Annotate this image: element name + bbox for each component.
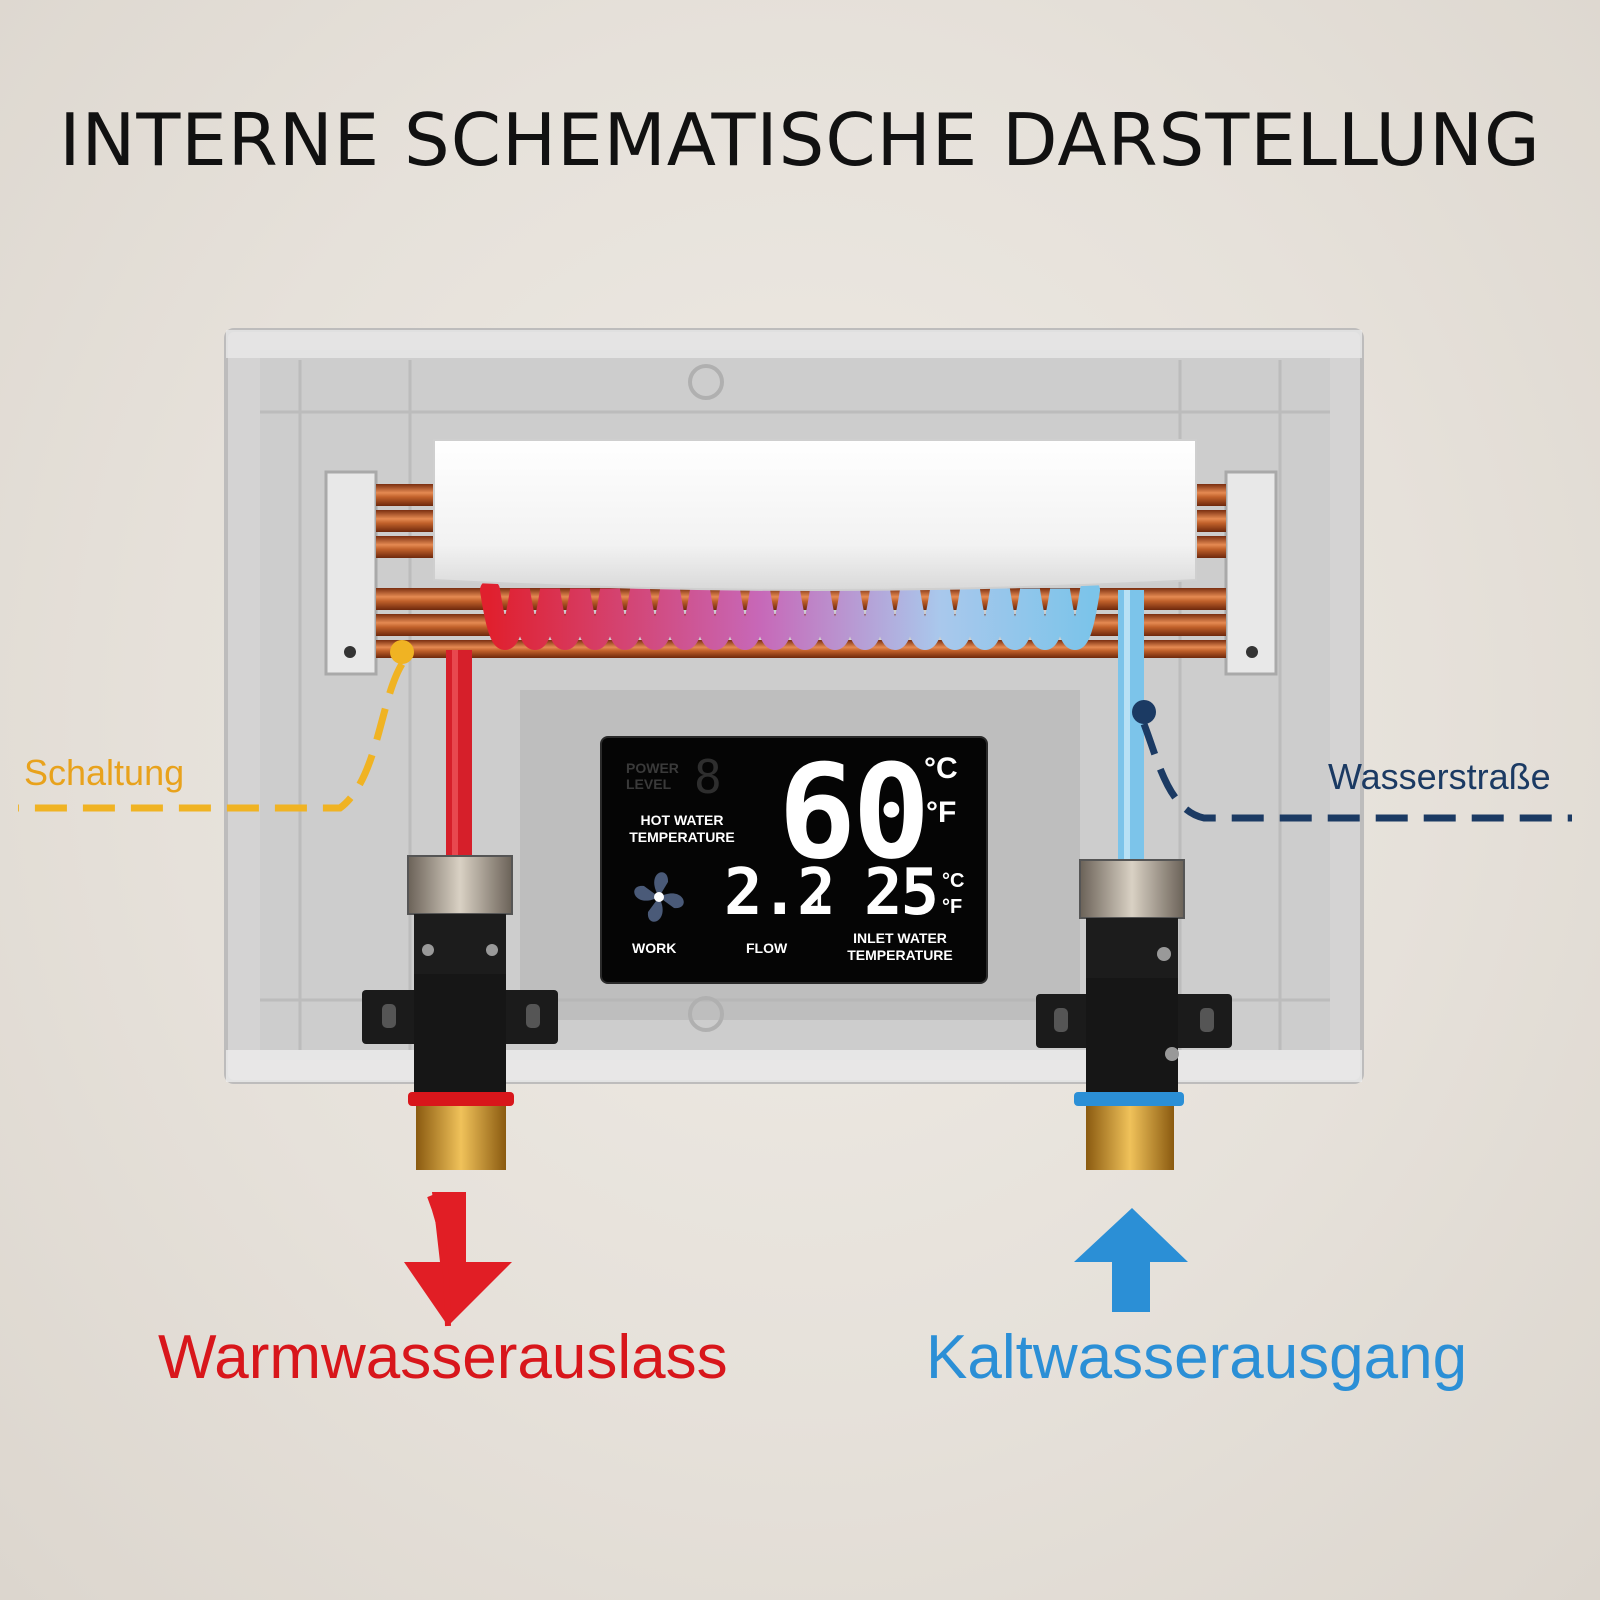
heating-coil — [480, 580, 1100, 650]
waterway-callout-label: Wasserstraße — [1328, 756, 1551, 797]
hot-water-temp-label: HOT WATER TEMPERATURE — [629, 812, 735, 845]
hot-water-pipe — [446, 650, 472, 860]
fan-icon — [634, 872, 684, 922]
hot-water-temp-value: 60 — [778, 736, 931, 888]
circuit-callout-line — [18, 640, 414, 812]
heater-cover — [433, 439, 1197, 591]
cold-inlet-arrow — [1074, 1208, 1188, 1312]
hot-outlet-arrow — [404, 1192, 512, 1327]
hot-outlet-fitting — [362, 855, 558, 1170]
cold-water-pipe — [1118, 590, 1144, 860]
hot-outlet-label: Warmwasserauslass — [158, 1323, 728, 1392]
left-bracket — [324, 470, 378, 676]
work-label: WORK — [632, 940, 677, 956]
hot-temp-unit-c: °C — [924, 752, 958, 785]
circuit-callout-label: Schaltung — [24, 752, 185, 793]
inlet-water-temp-label: INLET WATER TEMPERATURE — [847, 930, 953, 963]
power-level-label: POWER LEVEL — [626, 760, 679, 792]
inlet-temp-unit-c: °C — [942, 870, 965, 892]
inlet-temp-value: 25 — [864, 856, 939, 930]
power-level-digit: 8 — [694, 750, 722, 804]
right-bracket — [1224, 470, 1278, 676]
page-title: INTERNE SCHEMATISCHE DARSTELLUNG — [59, 98, 1541, 182]
cold-outlet-label: Kaltwasserausgang — [926, 1323, 1468, 1392]
flow-unit: L — [816, 888, 831, 915]
inlet-temp-unit-f: °F — [942, 896, 963, 918]
hot-temp-unit-f: °F — [926, 796, 957, 829]
flow-label: FLOW — [746, 940, 788, 956]
flow-value: 2.2 — [724, 856, 836, 930]
cold-outlet-fitting — [1036, 859, 1232, 1170]
waterway-callout-line — [1132, 700, 1572, 822]
lcd-display: POWER LEVEL 8 60 °C °F HOT WATER TEMPERA… — [602, 736, 986, 982]
